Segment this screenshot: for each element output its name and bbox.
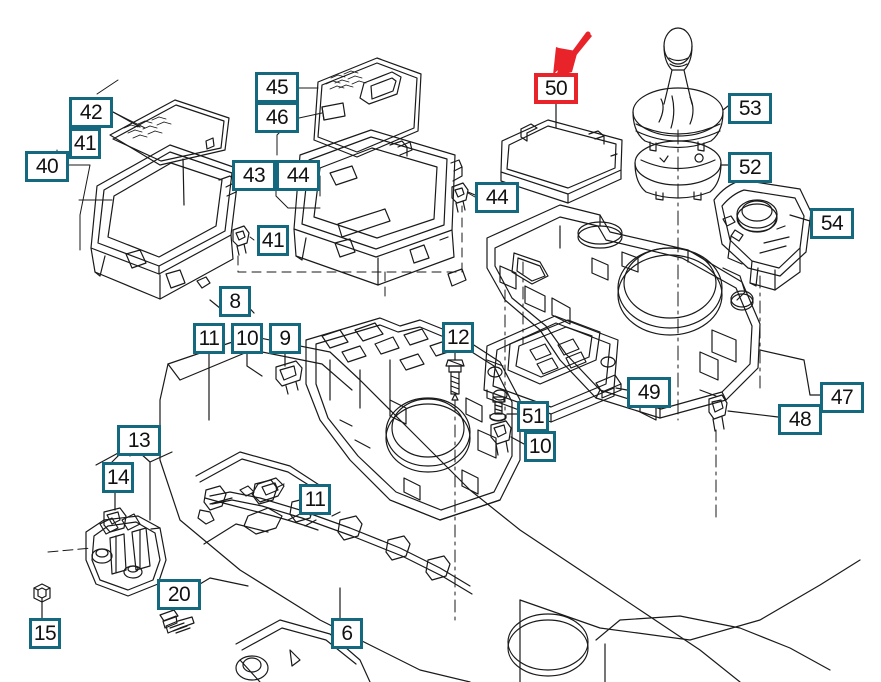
part-20-screw — [159, 609, 195, 634]
part-callout-43[interactable]: 43 — [232, 160, 276, 191]
part-callout-41[interactable]: 41 — [257, 225, 289, 256]
part-callout-20[interactable]: 20 — [157, 579, 201, 610]
part-14-clip — [103, 507, 127, 533]
part-callout-49[interactable]: 49 — [627, 377, 671, 408]
part-callout-46[interactable]: 46 — [255, 102, 299, 133]
part-callout-8[interactable]: 8 — [219, 286, 251, 317]
part-46-cover-cap — [321, 102, 346, 121]
highlight-arrow-head — [552, 50, 578, 78]
part-50-lid-cover — [500, 119, 623, 204]
part-11-connectors — [204, 477, 319, 531]
part-callout-53[interactable]: 53 — [728, 93, 772, 124]
part-callout-54[interactable]: 54 — [810, 208, 854, 239]
part-51-screw — [489, 396, 507, 422]
part-callout-10[interactable]: 10 — [231, 323, 263, 354]
part-callout-12[interactable]: 12 — [442, 322, 474, 353]
part-41-clip-left — [232, 225, 250, 256]
part-callout-6[interactable]: 6 — [331, 618, 363, 649]
console-rear-shell — [179, 523, 861, 682]
part-callout-11[interactable]: 11 — [299, 484, 331, 515]
part-callout-11[interactable]: 11 — [193, 323, 225, 354]
part-callout-13[interactable]: 13 — [117, 425, 161, 456]
part-callout-10[interactable]: 10 — [524, 431, 556, 462]
part-callout-51[interactable]: 51 — [517, 401, 549, 432]
part-callout-47[interactable]: 47 — [820, 382, 864, 413]
part-45-trim-panel — [313, 57, 422, 158]
part-callout-41[interactable]: 41 — [69, 128, 101, 159]
part-callout-42[interactable]: 42 — [69, 97, 113, 128]
part-54-knob-housing — [713, 179, 812, 291]
part-15-hex-nut — [33, 583, 51, 603]
part-callout-9[interactable]: 9 — [269, 323, 301, 354]
part-callout-45[interactable]: 45 — [255, 72, 299, 103]
part-callout-40[interactable]: 40 — [25, 151, 69, 182]
part-callout-14[interactable]: 14 — [102, 462, 134, 493]
part-8-console-frame — [305, 317, 521, 521]
part-49-mounting-plate — [483, 315, 622, 423]
part-10-clip-mid — [490, 420, 512, 456]
part-44-clip-right — [451, 182, 469, 213]
part-48-expanding-clip — [708, 394, 728, 432]
part-callout-15[interactable]: 15 — [29, 618, 61, 649]
part-callout-52[interactable]: 52 — [728, 152, 772, 183]
part-9-spring-clip — [275, 360, 303, 395]
part-callout-48[interactable]: 48 — [778, 404, 822, 435]
part-callout-44[interactable]: 44 — [475, 182, 519, 213]
part-6-console-trim — [159, 335, 741, 682]
part-43-compartment — [293, 129, 467, 287]
part-42-insert-mat — [109, 99, 230, 166]
part-13-bracket — [85, 513, 167, 597]
part-callout-50-highlighted[interactable]: 50 — [534, 73, 578, 104]
part-callout-44[interactable]: 44 — [276, 160, 320, 191]
